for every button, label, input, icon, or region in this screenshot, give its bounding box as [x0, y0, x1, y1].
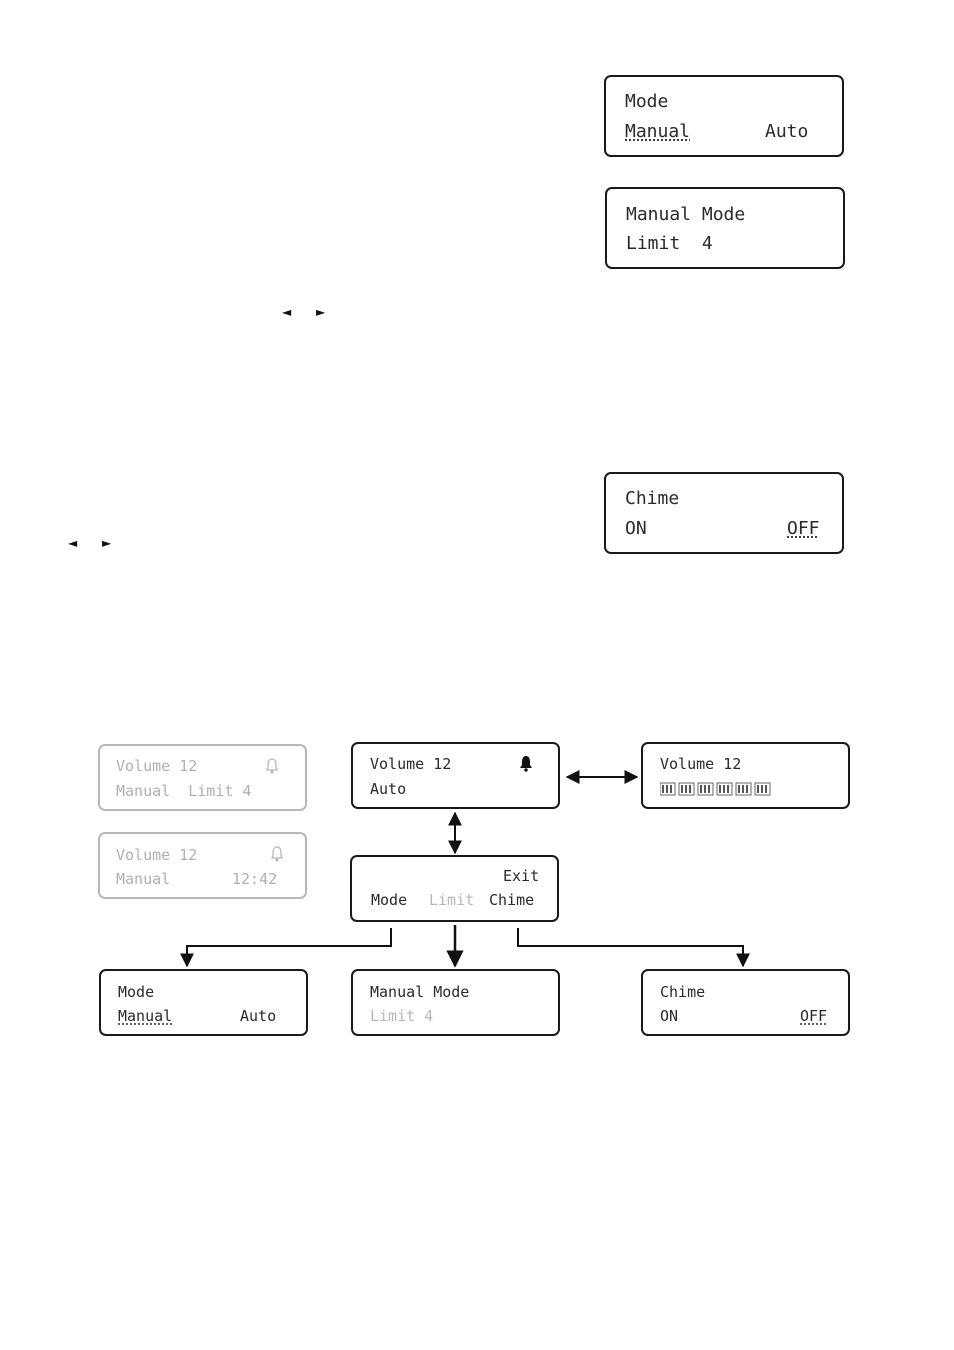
diagram-mode-title: Mode	[118, 983, 155, 1001]
arrow-menu-chime	[517, 928, 750, 968]
chime-option-off: OFF	[787, 518, 820, 539]
manual-mode-limit: Limit 4	[626, 233, 713, 254]
diagram-manual-mode-screen: Manual Mode Limit 4	[351, 969, 560, 1036]
standby-clock-volume: Volume 12	[116, 846, 198, 864]
standby-limit-screen: Volume 12 Manual Limit 4	[98, 744, 307, 811]
diagram-chime-title: Chime	[660, 983, 706, 1001]
mode-screen: Mode Manual Auto	[604, 75, 844, 157]
diagram-mode-manual: Manual	[118, 1007, 173, 1025]
right-arrow-icon: ►	[316, 305, 326, 319]
menu-exit: Exit	[503, 867, 540, 885]
right-arrow-icon: ►	[102, 536, 112, 550]
diagram-mode-auto: Auto	[240, 1007, 277, 1025]
left-arrow-icon: ◄	[68, 536, 78, 550]
menu-item-mode: Mode	[371, 891, 408, 909]
standby-clock-time: 12:42	[232, 870, 278, 888]
main-screen: Volume 12 Auto	[351, 742, 560, 809]
main-mode: Auto	[370, 780, 407, 798]
standby-limit-volume: Volume 12	[116, 757, 198, 775]
chime-title: Chime	[625, 488, 680, 509]
mode-title: Mode	[625, 91, 669, 112]
manual-mode-title: Manual Mode	[626, 204, 746, 225]
diagram-chime-screen: Chime ON OFF	[641, 969, 850, 1036]
diagram-manual-mode-limit: Limit 4	[370, 1007, 434, 1025]
menu-screen: Exit Mode Limit Chime	[350, 855, 559, 922]
standby-limit-line2: Manual Limit 4	[116, 782, 252, 800]
arrow-menu-mode	[180, 928, 392, 968]
bell-outline-icon	[271, 846, 283, 862]
volume-bar-icon	[660, 782, 771, 796]
diagram-mode-screen: Mode Manual Auto	[99, 969, 308, 1036]
left-arrow-icon: ◄	[282, 305, 292, 319]
chime-screen: Chime ON OFF	[604, 472, 844, 554]
menu-item-chime: Chime	[489, 891, 535, 909]
standby-clock-mode: Manual	[116, 870, 171, 888]
mode-option-auto: Auto	[765, 121, 809, 142]
mode-option-manual: Manual	[625, 121, 691, 142]
volume-bar-screen: Volume 12	[641, 742, 850, 809]
bell-icon	[520, 756, 532, 772]
diagram-chime-on: ON	[660, 1007, 679, 1025]
diagram-chime-off: OFF	[800, 1007, 828, 1025]
main-volume: Volume 12	[370, 755, 452, 773]
volume-bar-label: Volume 12	[660, 755, 742, 773]
menu-item-limit: Limit	[429, 891, 475, 909]
chime-option-on: ON	[625, 518, 647, 539]
diagram-manual-mode-title: Manual Mode	[370, 983, 470, 1001]
standby-clock-screen: Volume 12 Manual 12:42	[98, 832, 307, 899]
manual-mode-screen: Manual Mode Limit 4	[605, 187, 845, 269]
bell-outline-icon	[266, 758, 278, 774]
